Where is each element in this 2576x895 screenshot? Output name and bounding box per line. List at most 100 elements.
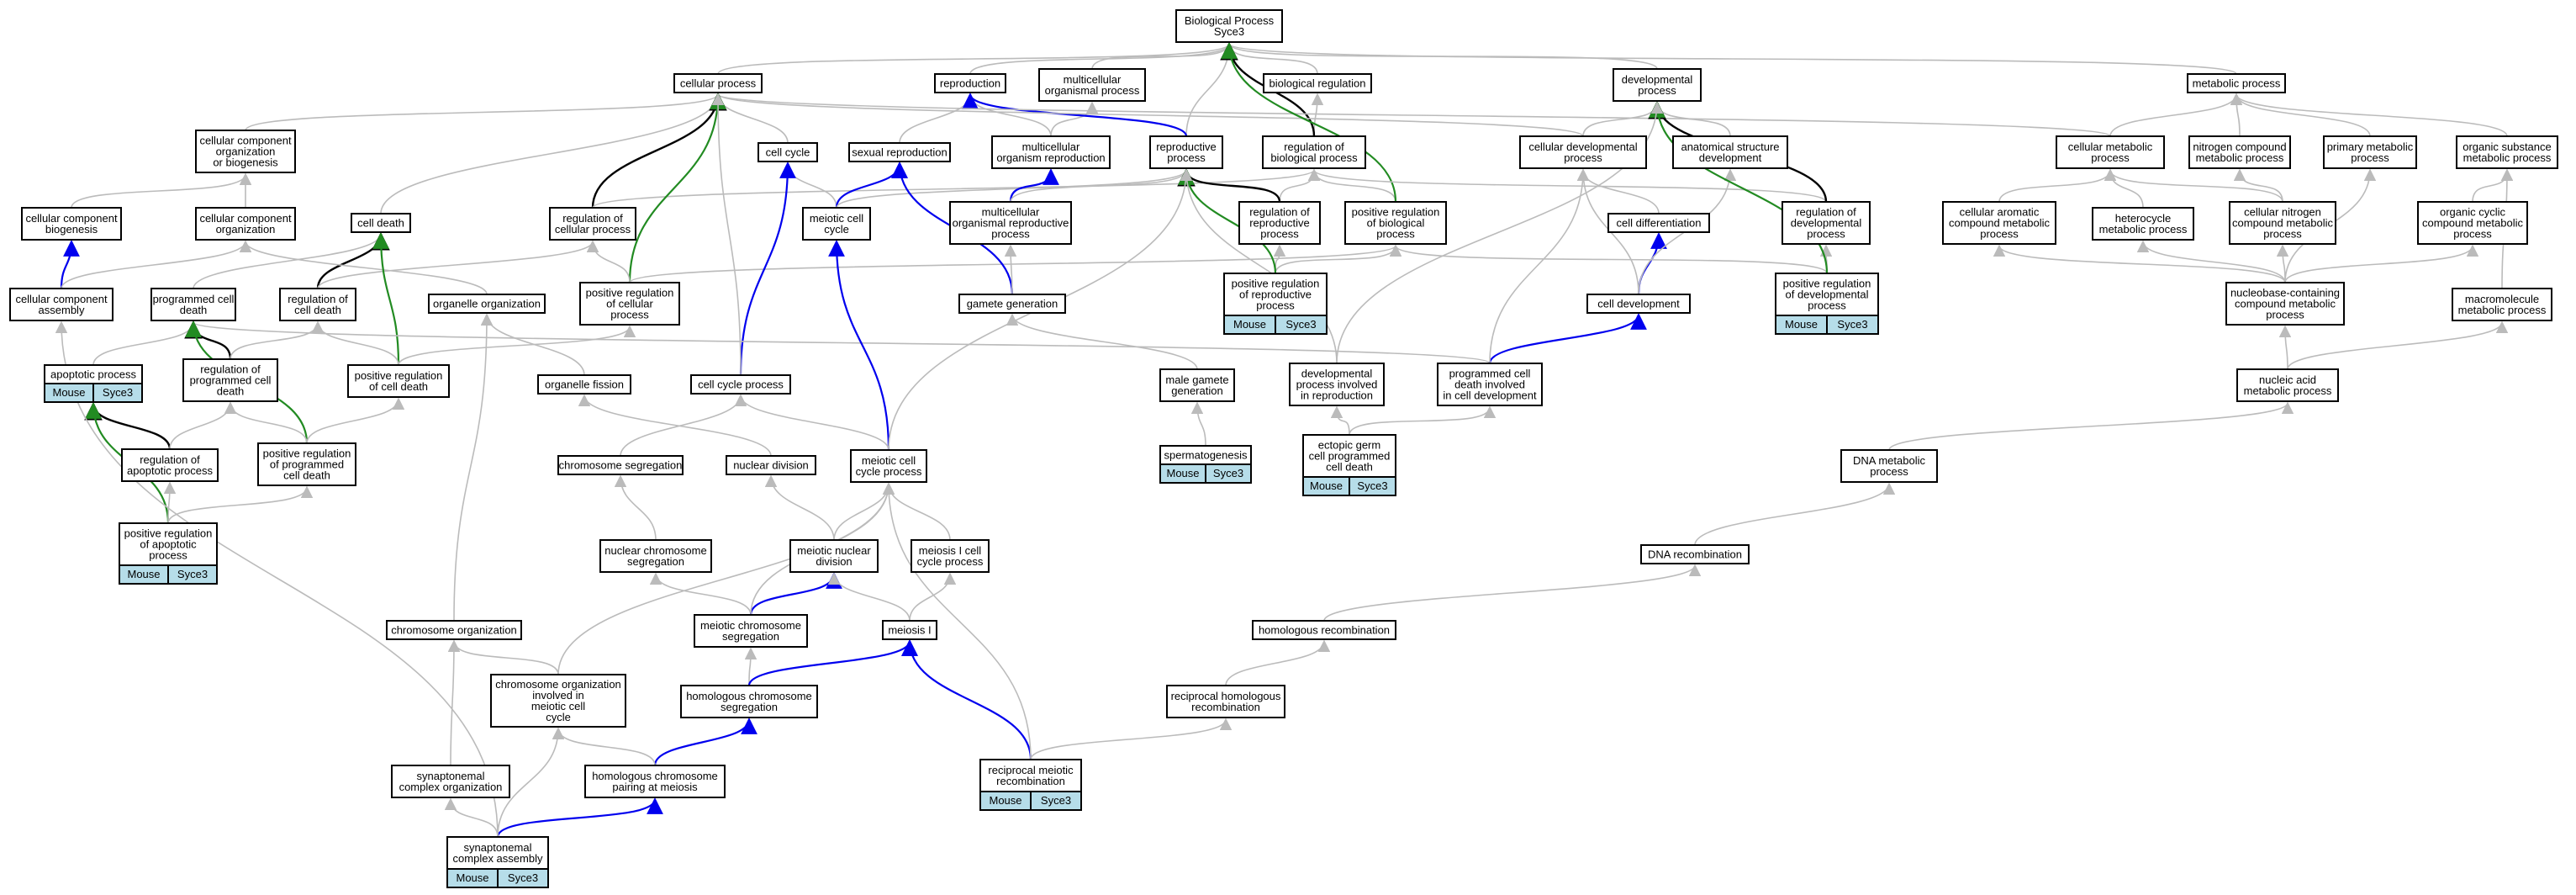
go-term-cell-differentiation[interactable]: cell differentiation <box>1607 213 1710 233</box>
term-label-line: cellular component <box>199 212 292 225</box>
go-term-organelle-organization[interactable]: organelle organization <box>428 294 546 314</box>
badge-species-label: Mouse <box>1166 467 1199 479</box>
badge-species-label: Mouse <box>1233 318 1266 331</box>
edge-is-a-meiosis-i-cell-cycle-process-to-meiotic-cell-cycle-process <box>882 482 951 541</box>
go-term-biological-regulation[interactable]: biological regulation <box>1263 73 1372 93</box>
go-term-reproduction[interactable]: reproduction <box>934 73 1006 93</box>
go-term-cell-cycle[interactable]: cell cycle <box>757 142 818 162</box>
go-term-cellular-process[interactable]: cellular process <box>673 73 763 93</box>
go-term-cell-development[interactable]: cell development <box>1586 294 1691 314</box>
term-box <box>1252 620 1396 640</box>
go-term-sexual-reproduction[interactable]: sexual reproduction <box>848 142 951 162</box>
go-term-nuclear-division[interactable]: nuclear division <box>726 455 816 475</box>
go-term-cell-death[interactable]: cell death <box>351 213 411 233</box>
go-term-chromosome-organization[interactable]: chromosome organization <box>386 620 522 640</box>
go-term-metabolic-process[interactable]: metabolic process <box>2187 73 2286 93</box>
term-box <box>690 374 791 395</box>
go-term-gamete-generation[interactable]: gamete generation <box>958 294 1066 314</box>
go-term-cell-cycle-process[interactable]: cell cycle process <box>690 374 791 395</box>
edge-is-a-multicellular-organism-reproduction-to-multicellular-organismal-process <box>1050 101 1099 137</box>
go-term-organelle-fission[interactable]: organelle fission <box>537 374 631 395</box>
term-box <box>1437 363 1543 406</box>
term-label-line: meiotic cell <box>810 212 863 225</box>
edge-is-a-programmed-cell-death-to-cell-death <box>193 232 388 289</box>
term-label-line: assembly <box>39 304 85 316</box>
term-label-line: process <box>1638 84 1676 97</box>
edge-is-a-synaptonemal-complex-assembly-to-synaptonemal-complex-organization <box>444 797 499 838</box>
go-term-homologous-recombination[interactable]: homologous recombination <box>1252 620 1396 640</box>
go-term-meiosis-i[interactable]: meiosis I <box>882 620 937 640</box>
edge-regulates-regulation-of-programmed-cell-death-to-programmed-cell-death <box>184 320 232 360</box>
edge-is-a-multicellular-organismal-reproductive-process-to-reproductive-process <box>1010 168 1193 203</box>
term-label-line: cellular component <box>15 293 108 305</box>
term-box <box>195 207 296 241</box>
term-box <box>1159 368 1235 402</box>
badge-species-label: Mouse <box>989 794 1021 807</box>
term-box <box>1262 135 1366 169</box>
go-term-dna-recombination[interactable]: DNA recombination <box>1640 544 1750 564</box>
term-label-line: organic cyclic <box>2440 206 2506 219</box>
go-term-chromosome-segregation[interactable]: chromosome segregation <box>557 455 684 475</box>
